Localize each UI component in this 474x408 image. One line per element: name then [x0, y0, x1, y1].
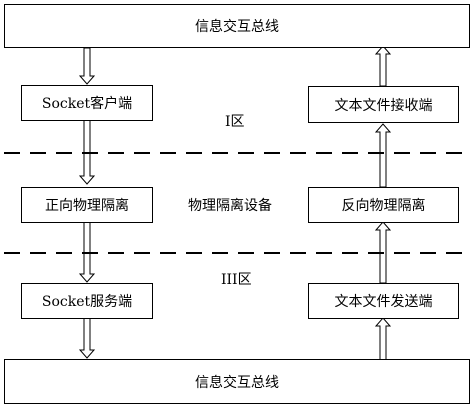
socket-client-label: Socket客户端: [41, 96, 133, 112]
bottom-bus: 信息交互总线: [4, 359, 470, 404]
file-sender-label: 文本文件发送端: [334, 294, 433, 310]
isolation-device-label: 物理隔离设备: [188, 198, 272, 214]
socket-server-label: Socket服务端: [41, 294, 133, 310]
file-sender-box: 文本文件发送端: [308, 283, 459, 319]
bottom-bus-label: 信息交互总线: [195, 374, 279, 391]
top-bus: 信息交互总线: [4, 4, 470, 48]
reverse-isolation-label: 反向物理隔离: [341, 198, 426, 214]
arrow-receiver-to-bus: [374, 45, 392, 87]
zone-one-label: I区: [225, 114, 245, 130]
arrow-reverse-isolation-to-receiver: [374, 123, 392, 188]
reverse-isolation-box: 反向物理隔离: [308, 187, 459, 223]
arrow-bus-to-sender: [374, 317, 392, 361]
socket-server-box: Socket服务端: [21, 283, 153, 319]
top-bus-label: 信息交互总线: [195, 19, 279, 35]
socket-client-box: Socket客户端: [21, 85, 153, 121]
file-receiver-label: 文本文件接收端: [334, 97, 433, 114]
forward-isolation-label: 正向物理隔离: [45, 198, 129, 214]
forward-isolation-box: 正向物理隔离: [21, 187, 153, 223]
file-receiver-box: 文本文件接收端: [308, 86, 459, 123]
zone-three-label: III区: [221, 272, 252, 288]
arrow-server-to-bus: [78, 317, 96, 359]
arrow-bus-to-client: [78, 47, 96, 85]
